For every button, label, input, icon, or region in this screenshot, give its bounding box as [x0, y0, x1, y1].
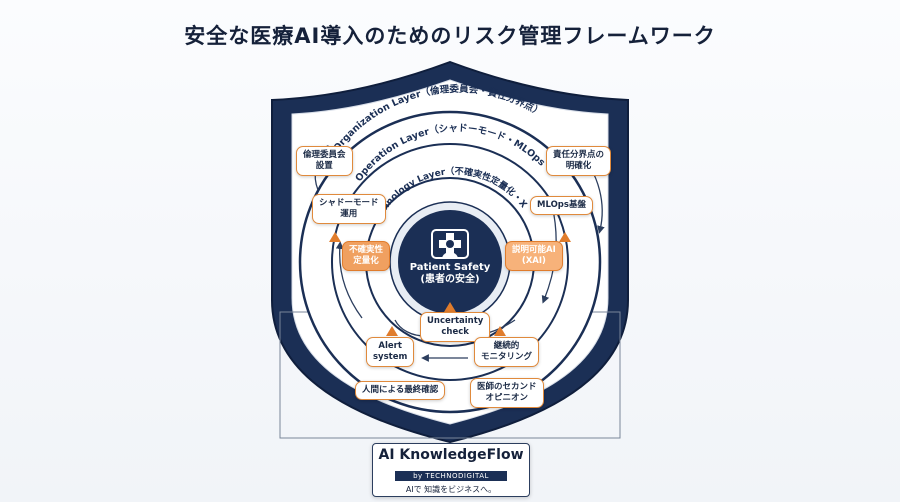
human-confirm-label: 人間による最終確認 — [355, 381, 446, 400]
brand-badge: AI KnowledgeFlow by TECHNODIGITAL AIで 知識… — [372, 443, 530, 497]
uncertainty-quantification-label: 不確実性 定量化 — [342, 241, 391, 271]
patient-safety-label: Patient Safety — [409, 262, 491, 273]
brand-tagline: AIで 知識をビジネスへ。 — [405, 485, 497, 494]
flow-arrow-left-mid — [335, 241, 363, 319]
alert-system-label: Alert system — [366, 337, 415, 367]
page-title: 安全な医療AI導入のためのリスク管理フレームワーク — [184, 24, 716, 48]
responsibility-label: 責任分界点の 明確化 — [546, 146, 612, 176]
brand-name: AI KnowledgeFlow — [378, 447, 524, 463]
mlops-label: MLOps基盤 — [530, 196, 593, 215]
patient-safety-title: Patient Safety (患者の安全) — [390, 262, 510, 286]
patient-safety-subtitle: (患者の安全) — [420, 274, 480, 285]
xai-label: 説明可能AI (XAI) — [505, 241, 563, 271]
shadow-mode-label: シャドーモード 運用 — [312, 194, 386, 224]
second-opinion-label: 医師のセカンド オピニオン — [470, 378, 544, 408]
warning-icon — [329, 232, 571, 336]
patient-safety-icon — [431, 229, 469, 259]
core-circle — [398, 210, 502, 314]
monitoring-label: 継続的 モニタリング — [474, 337, 540, 367]
brand-by: by TECHNODIGITAL — [395, 471, 507, 481]
ethics-committee-label: 倫理委員会 設置 — [296, 146, 353, 176]
